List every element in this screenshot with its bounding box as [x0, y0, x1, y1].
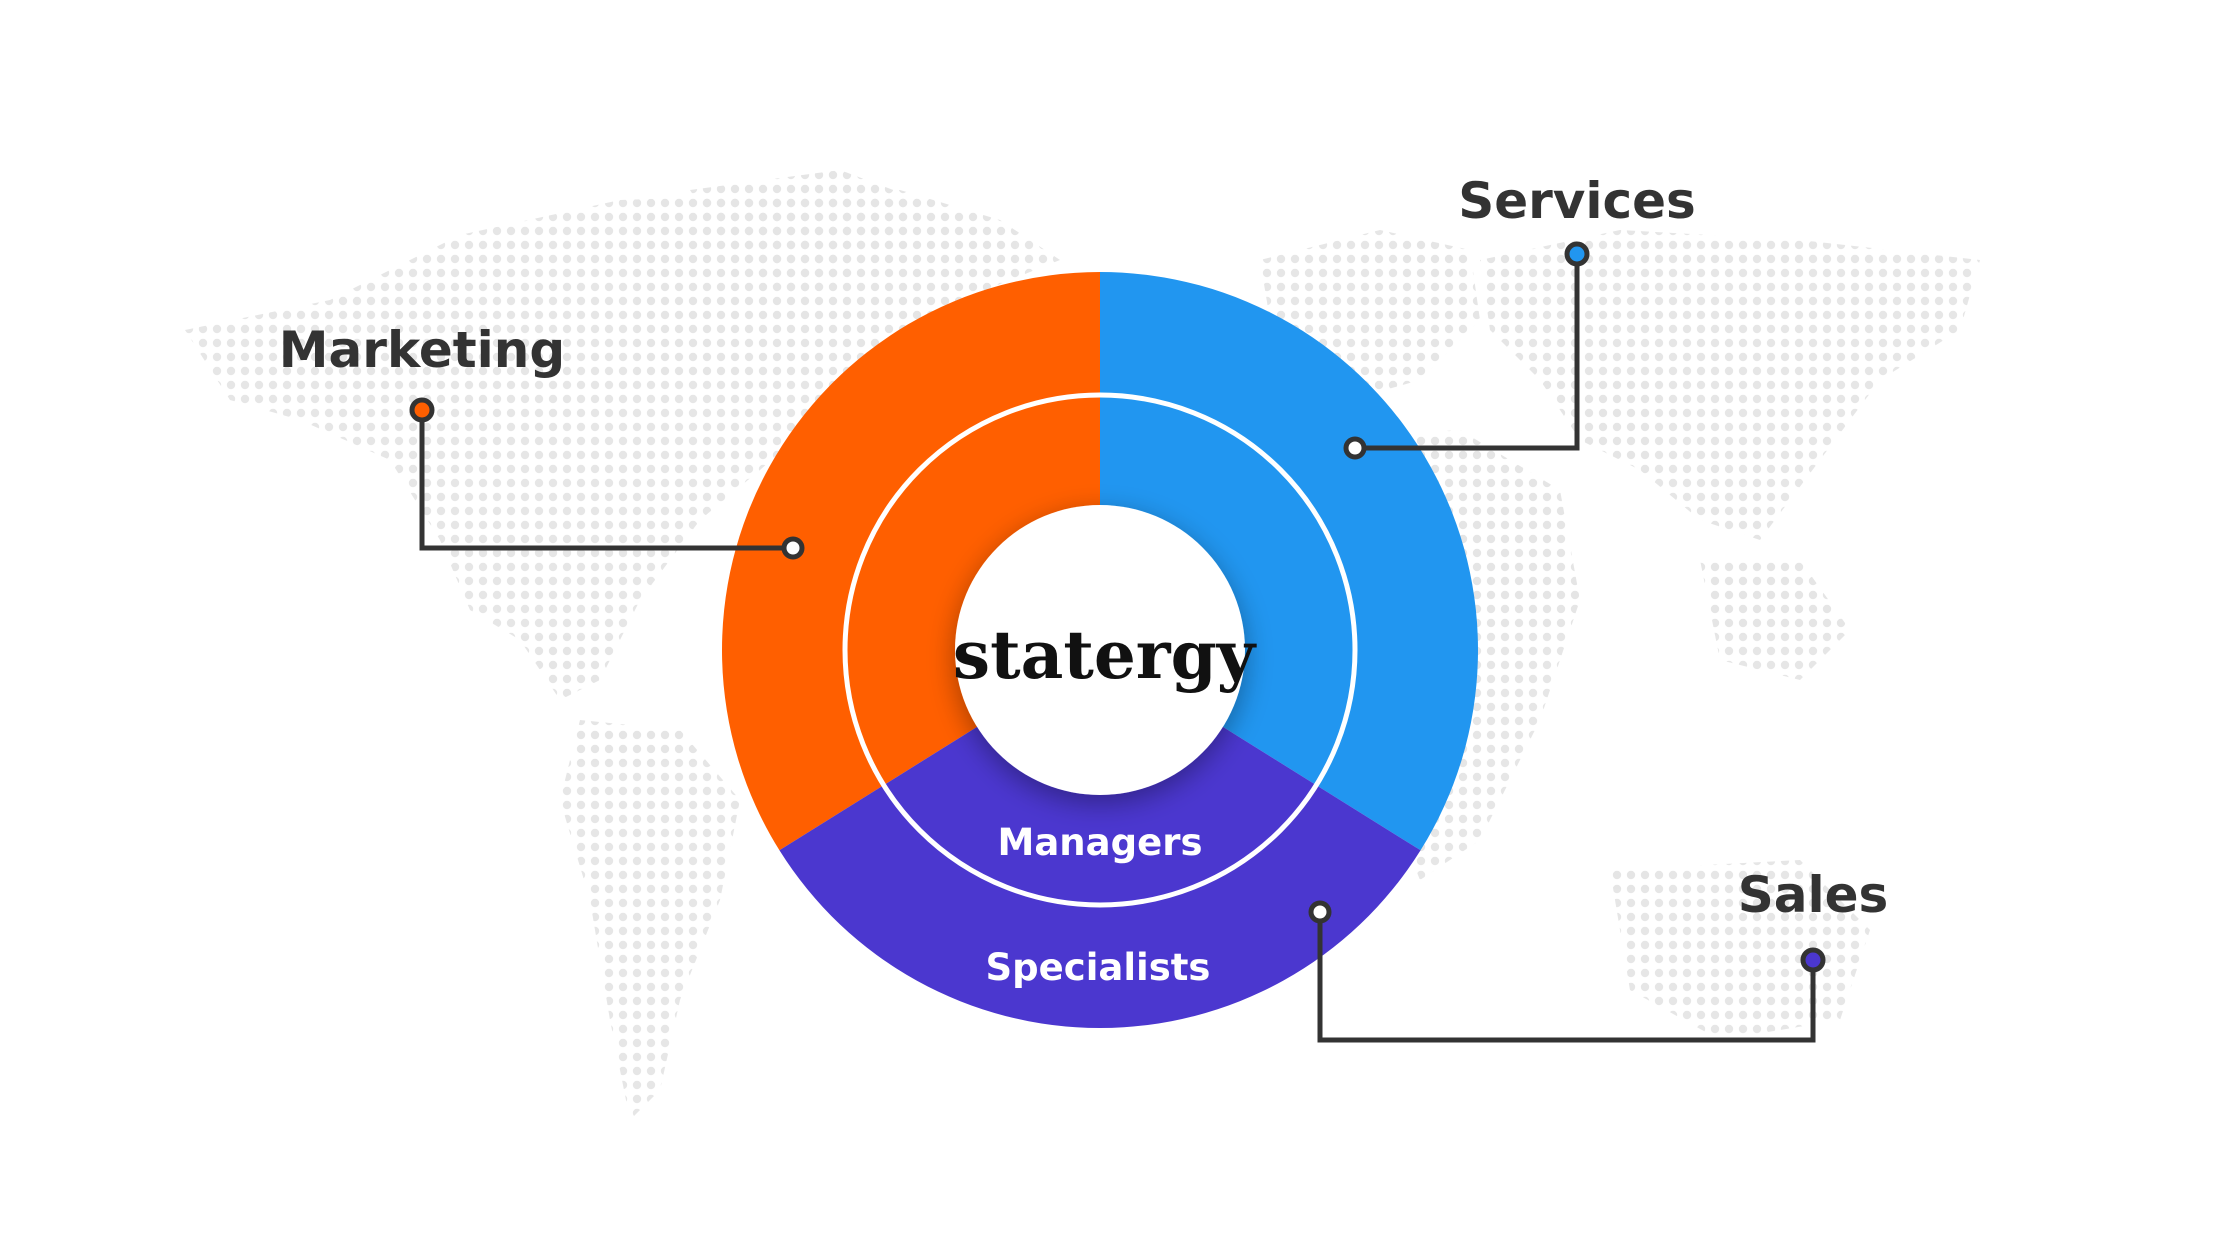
- segment-services: [1100, 272, 1478, 851]
- center-circle: [955, 505, 1245, 795]
- sales-start-dot: [1800, 947, 1826, 973]
- connector-marketing: [409, 397, 805, 560]
- connector-services: [1343, 241, 1590, 460]
- marketing-label: Marketing: [279, 321, 565, 379]
- inner-ring: [842, 392, 1358, 908]
- connector-sales: [1308, 900, 1826, 1043]
- sales-label: Sales: [1738, 866, 1889, 924]
- services-start-dot: [1564, 241, 1590, 267]
- center-label: statergy: [953, 616, 1257, 694]
- marketing-start-dot: [409, 397, 435, 423]
- services-label: Services: [1458, 172, 1696, 230]
- specialists-label: Specialists: [986, 946, 1211, 989]
- segment-marketing: [721, 272, 1100, 851]
- sales-end-dot: [1308, 900, 1332, 924]
- marketing-end-dot: [781, 536, 805, 560]
- segment-sales: [779, 724, 1421, 1028]
- services-end-dot: [1343, 436, 1367, 460]
- managers-label: Managers: [998, 821, 1203, 864]
- donut-chart: statergy Managers Specialists: [721, 272, 1478, 1028]
